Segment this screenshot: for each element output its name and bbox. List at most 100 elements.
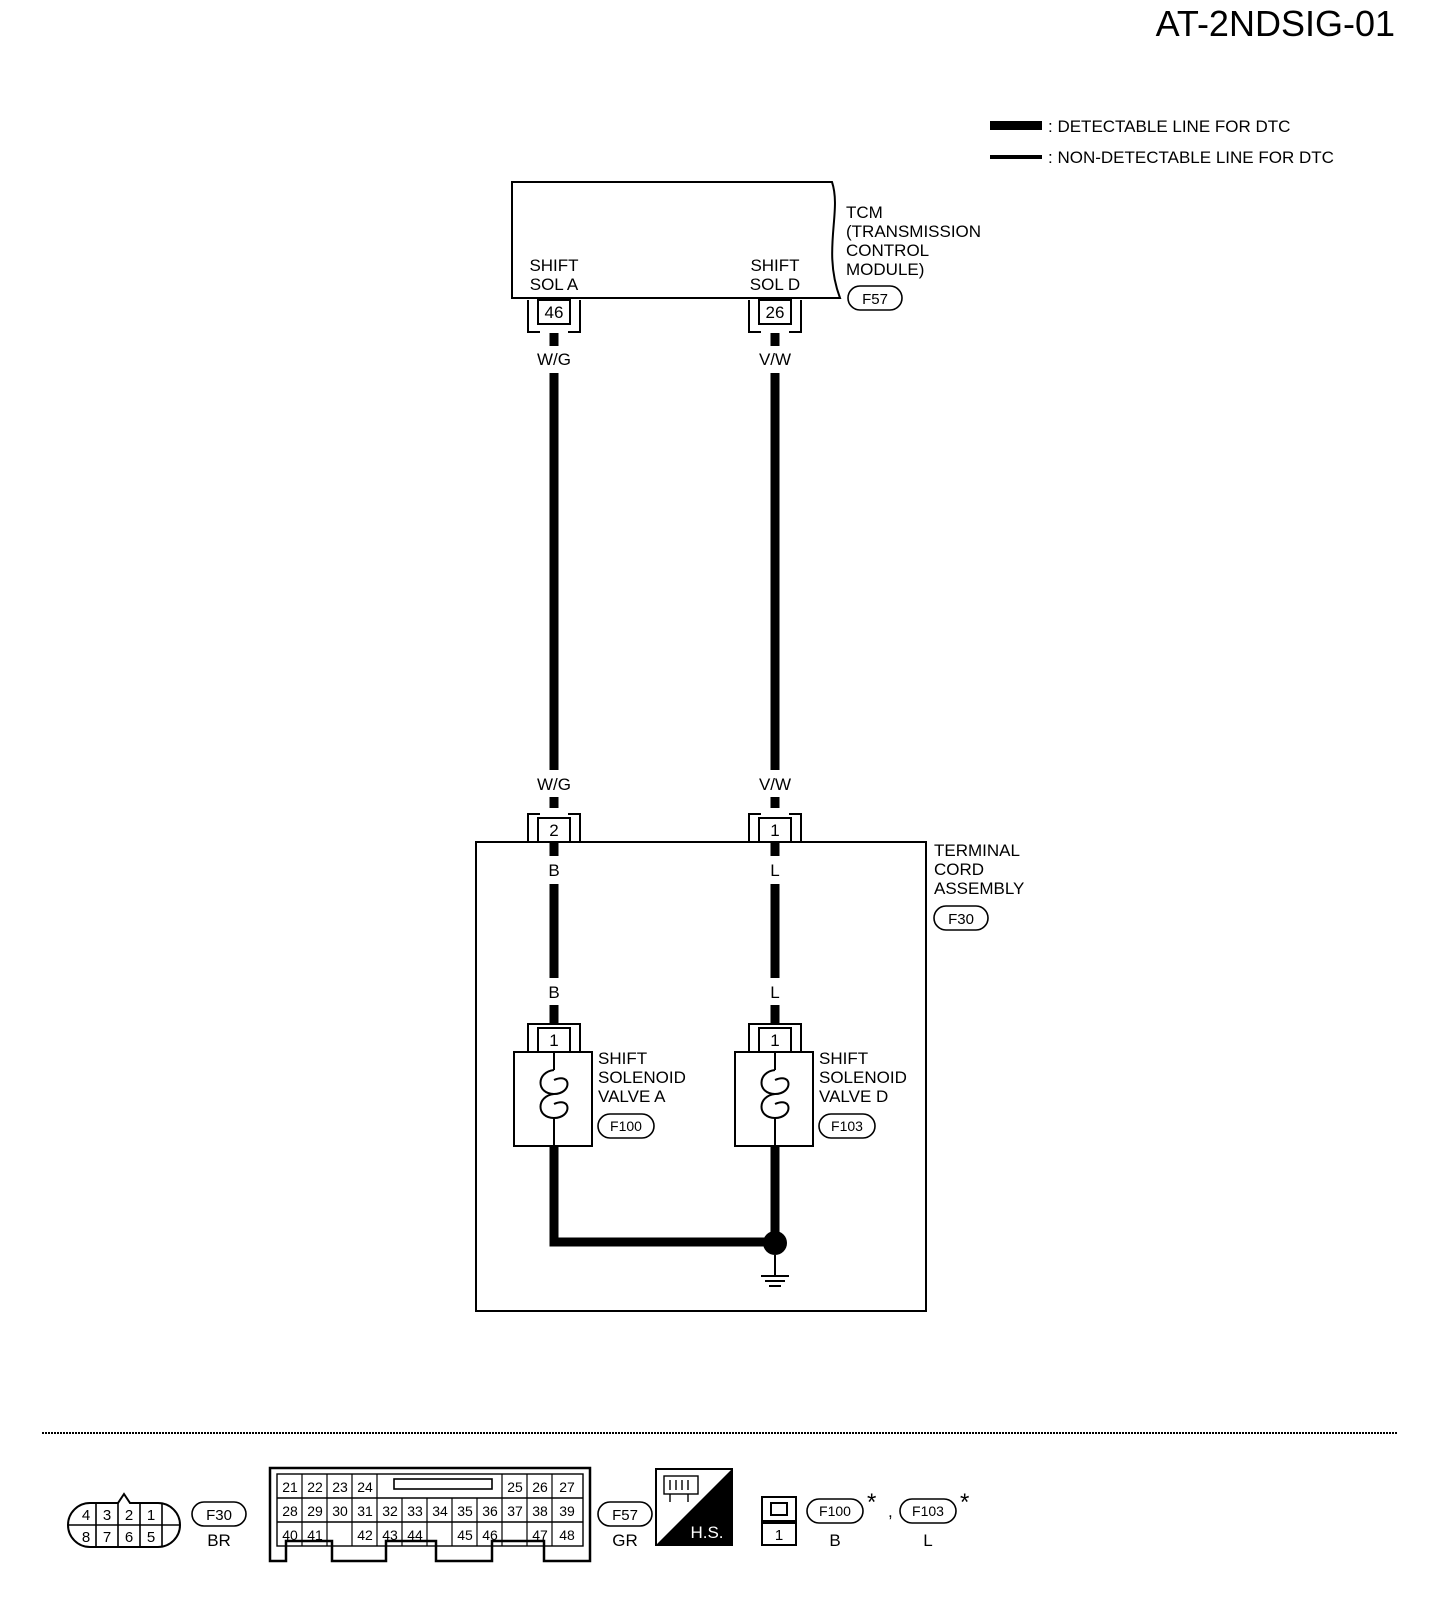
solenoid-d-name-line-3: VALVE D bbox=[819, 1087, 888, 1106]
tcm-pin-26: 26 bbox=[766, 303, 785, 322]
f57-face-outline bbox=[268, 1466, 592, 1563]
terminal-cord-outline bbox=[475, 841, 927, 1312]
wire-vw-label-bottom: V/W bbox=[759, 775, 791, 794]
f30-pin-2: 2 bbox=[125, 1507, 133, 1524]
pin-d-label-line-2: SOL D bbox=[750, 275, 800, 294]
f57-pin-27: 27 bbox=[559, 1479, 575, 1495]
f57-pin-24: 24 bbox=[357, 1479, 373, 1495]
tcm-module: TCM (TRANSMISSION CONTROL MODULE) F57 SH… bbox=[511, 181, 981, 333]
terminal-cord-name-line-3: ASSEMBLY bbox=[934, 879, 1024, 898]
pin-a-label-line-2: SOL A bbox=[530, 275, 579, 294]
connector-plug-icon bbox=[663, 1475, 699, 1502]
solenoid-d-pin: 1 bbox=[770, 1031, 779, 1050]
f57-pin-41: 41 bbox=[307, 1527, 323, 1543]
wire-wg-label-bottom: W/G bbox=[537, 775, 571, 794]
f57-pin-33: 33 bbox=[407, 1503, 423, 1519]
tcm-pin-46: 46 bbox=[545, 303, 564, 322]
ground-circuit bbox=[549, 1147, 789, 1287]
f57-badge bbox=[597, 1501, 653, 1527]
tcm-name-line-1: TCM bbox=[846, 203, 883, 222]
solenoid-d-connector-id: F103 bbox=[831, 1118, 863, 1134]
tcm-name-line-3: CONTROL bbox=[846, 241, 929, 260]
ground-wire-a bbox=[549, 1147, 768, 1247]
f100-badge bbox=[806, 1498, 864, 1524]
f57-color: GR bbox=[612, 1531, 638, 1550]
cord-pin-1-bracket bbox=[748, 813, 802, 842]
f100-id: F100 bbox=[819, 1503, 851, 1519]
f30-pin-4: 4 bbox=[82, 1507, 90, 1524]
legend-detectable-swatch bbox=[990, 121, 1042, 130]
ground-splice-dot bbox=[763, 1231, 787, 1255]
footer-connector-views: 4 3 2 1 8 7 6 5 F30 BR bbox=[67, 1466, 969, 1563]
solenoid-d-connector-badge bbox=[818, 1113, 876, 1139]
cord-pin-2-box bbox=[537, 817, 571, 843]
wire-b-label-bottom: B bbox=[548, 983, 559, 1002]
f30-connector-face: 4 3 2 1 8 7 6 5 F30 BR bbox=[67, 1492, 247, 1550]
f57-pin-37: 37 bbox=[507, 1503, 523, 1519]
diagram-title: AT-2NDSIG-01 bbox=[1156, 3, 1395, 44]
f57-pin-25: 25 bbox=[507, 1479, 523, 1495]
tcm-outline bbox=[511, 181, 842, 299]
terminal-cord-name-line-1: TERMINAL bbox=[934, 841, 1020, 860]
f57-latch bbox=[393, 1478, 493, 1490]
terminal-cord-connector-badge bbox=[933, 905, 989, 931]
tcm-connector-badge bbox=[847, 285, 903, 311]
cord-pin-1: 1 bbox=[770, 821, 779, 840]
solenoid-a-pin-bracket bbox=[527, 1023, 581, 1052]
wire-l-label-top: L bbox=[770, 861, 779, 880]
f103-color: L bbox=[923, 1531, 932, 1550]
legend-detectable-label: : DETECTABLE LINE FOR DTC bbox=[1048, 117, 1290, 136]
single-pin-number: 1 bbox=[775, 1527, 783, 1544]
solenoid-a-connector-id: F100 bbox=[610, 1118, 642, 1134]
hs-harness-side-icon: H.S. bbox=[655, 1468, 733, 1546]
wire-b-label-top: B bbox=[548, 861, 559, 880]
f57-pin-28: 28 bbox=[282, 1503, 298, 1519]
hs-dark-half bbox=[656, 1469, 732, 1545]
f57-pin-43: 43 bbox=[382, 1527, 398, 1543]
f57-pin-21: 21 bbox=[282, 1479, 298, 1495]
coil-icon bbox=[760, 1069, 790, 1120]
f103-asterisk: * bbox=[960, 1489, 969, 1516]
cord-pin-2: 2 bbox=[549, 821, 558, 840]
f57-pin-45: 45 bbox=[457, 1527, 473, 1543]
f30-pin-7: 7 bbox=[103, 1529, 111, 1546]
pin-d-label-line-1: SHIFT bbox=[750, 256, 799, 275]
f103-id: F103 bbox=[912, 1503, 944, 1519]
f30-face-outline bbox=[67, 1492, 181, 1548]
solenoid-a-name-line-3: VALVE A bbox=[598, 1087, 666, 1106]
cord-pin-2-bracket bbox=[527, 813, 581, 842]
f57-pin-34: 34 bbox=[432, 1503, 448, 1519]
tcm-connector-id: F57 bbox=[862, 291, 888, 308]
shift-solenoid-valve-a: 1 SHIFT SOLENOID VALVE A F100 bbox=[513, 1023, 686, 1147]
cord-pin-1-box bbox=[758, 817, 792, 843]
ground-icon bbox=[761, 1275, 789, 1287]
f57-pin-32: 32 bbox=[382, 1503, 398, 1519]
tcm-pin-26-bracket bbox=[748, 300, 802, 333]
f57-pin-40: 40 bbox=[282, 1527, 298, 1543]
f103-badge bbox=[899, 1498, 957, 1524]
coil-icon bbox=[539, 1069, 569, 1120]
hs-label: H.S. bbox=[690, 1523, 723, 1542]
tcm-name-line-2: (TRANSMISSION bbox=[846, 222, 981, 241]
f57-pin-22: 22 bbox=[307, 1479, 323, 1495]
wire-vw-label-top: V/W bbox=[759, 350, 791, 369]
f57-pin-35: 35 bbox=[457, 1503, 473, 1519]
solenoid-a-name-line-2: SOLENOID bbox=[598, 1068, 686, 1087]
f57-pin-36: 36 bbox=[482, 1503, 498, 1519]
solenoid-d-name-line-2: SOLENOID bbox=[819, 1068, 907, 1087]
single-pin-connector-face: 1 bbox=[761, 1496, 797, 1546]
tcm-pin-46-bracket bbox=[527, 300, 581, 333]
tcm-pin-46-box bbox=[537, 299, 571, 325]
solenoid-d-pin-bracket bbox=[748, 1023, 802, 1052]
f57-pin-48: 48 bbox=[559, 1527, 575, 1543]
f57-pin-42: 42 bbox=[357, 1527, 373, 1543]
f30-pin-6: 6 bbox=[125, 1529, 133, 1546]
tcm-pin-26-box bbox=[758, 299, 792, 325]
solenoid-a-pin: 1 bbox=[549, 1031, 558, 1050]
wire-l-label-bottom: L bbox=[770, 983, 779, 1002]
f57-pin-39: 39 bbox=[559, 1503, 575, 1519]
wire-wg-label-top: W/G bbox=[537, 350, 571, 369]
f30-pin-1: 1 bbox=[147, 1507, 155, 1524]
f30-pin-8: 8 bbox=[82, 1529, 90, 1546]
f57-connector-face: 21 22 23 24 25 26 27 28 29 30 31 32 33 3… bbox=[268, 1466, 653, 1563]
